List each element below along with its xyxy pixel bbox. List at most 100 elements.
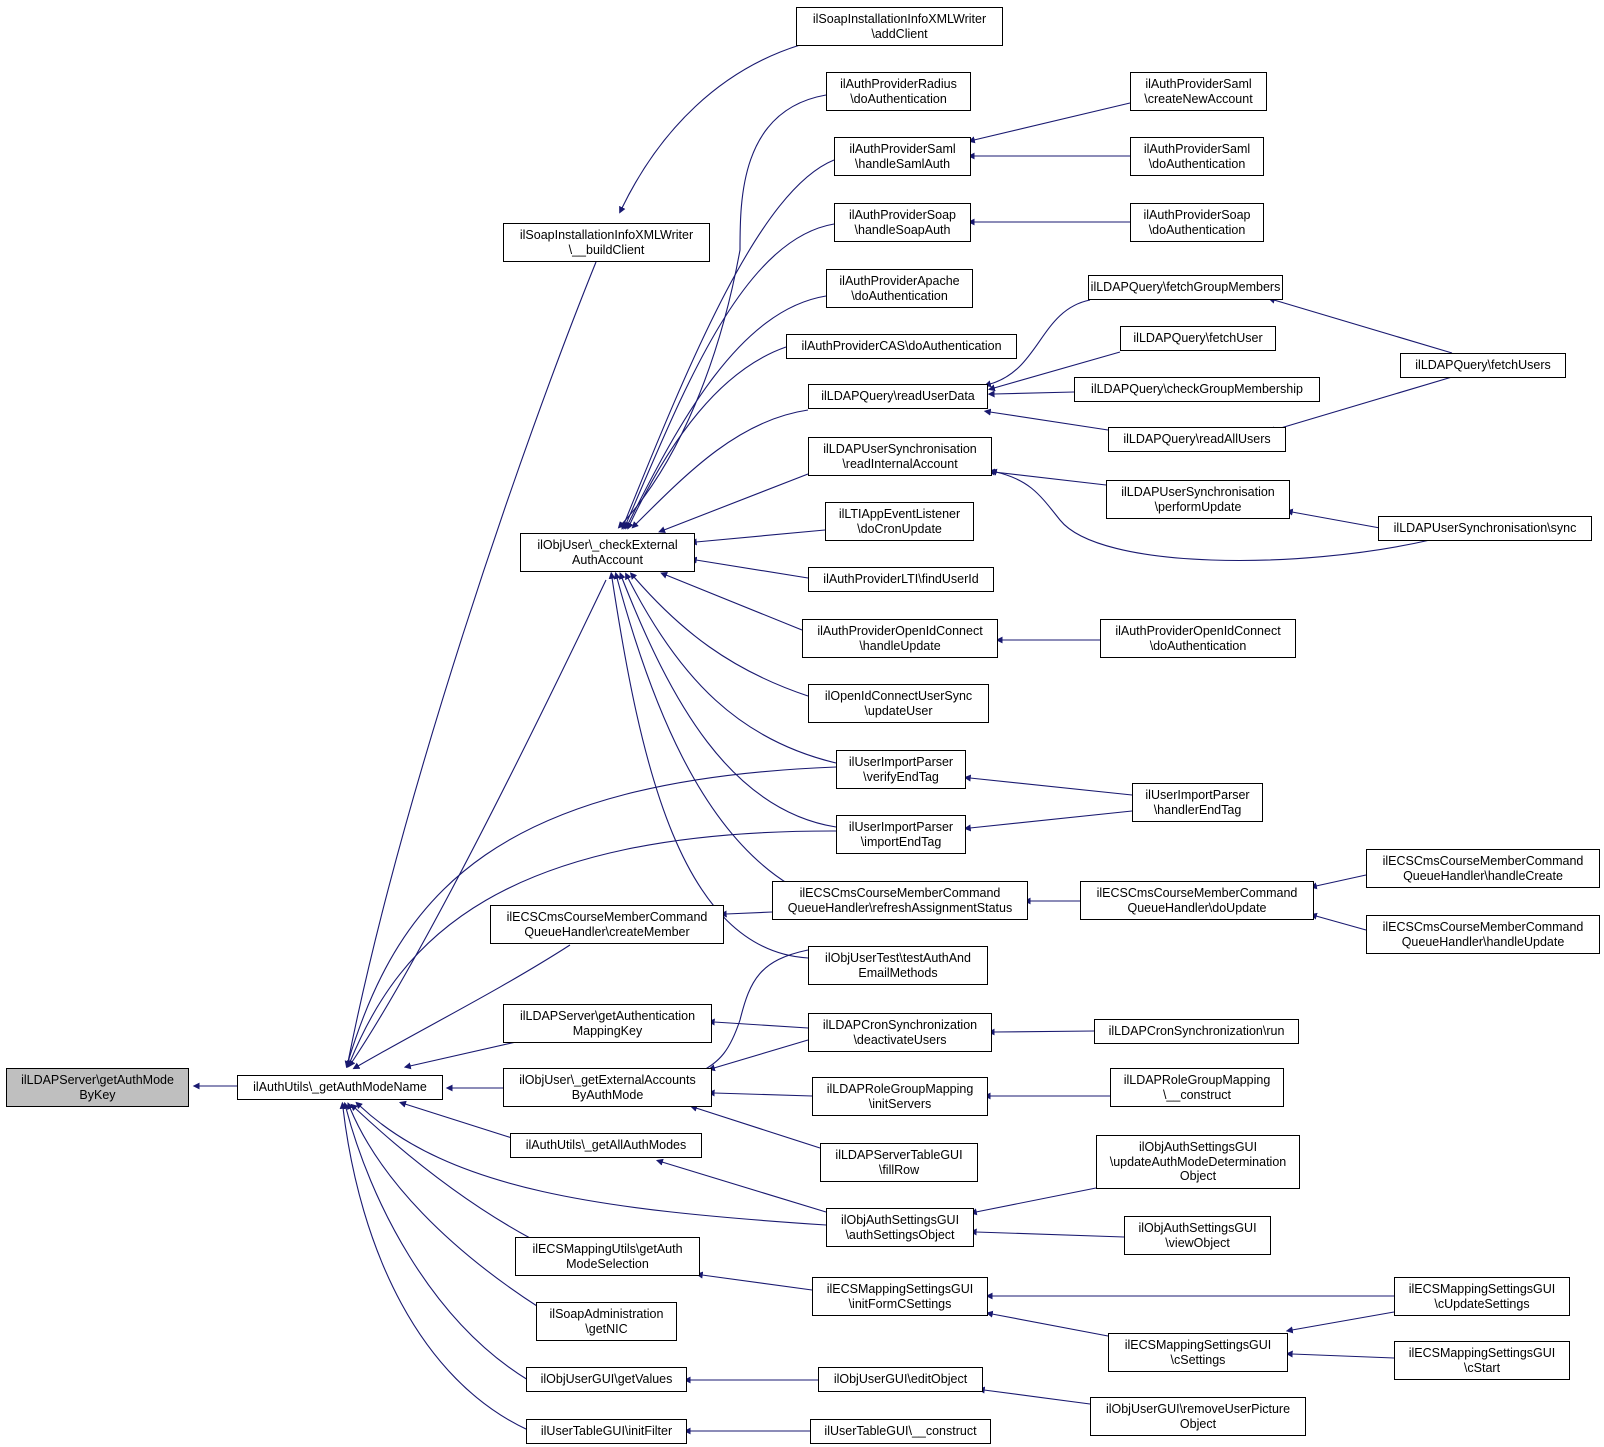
node-ldapquery-checkgroupmembership[interactable]: ilLDAPQuery\checkGroupMembership <box>1074 377 1320 402</box>
edge-checkext-getauthmodename <box>348 579 607 1068</box>
node-authproviderradius-doauthentication[interactable]: ilAuthProviderRadius \doAuthentication <box>826 72 971 111</box>
node-objauthsettingsgui-authsettingsobject[interactable]: ilObjAuthSettingsGUI \authSettingsObject <box>826 1208 974 1247</box>
edge-authsettings-getallauth <box>655 1158 827 1213</box>
edge-cas-checkext <box>627 346 787 530</box>
node-ldapquery-readallusers[interactable]: ilLDAPQuery\readAllUsers <box>1108 427 1286 452</box>
node-ldapquery-fetchusers[interactable]: ilLDAPQuery\fetchUsers <box>1400 353 1566 378</box>
node-ecscms-createmember[interactable]: ilECSCmsCourseMemberCommand QueueHandler… <box>490 905 724 944</box>
node-ecscms-handleupdate[interactable]: ilECSCmsCourseMemberCommand QueueHandler… <box>1366 915 1600 954</box>
edge-verifyendtag-checkext <box>625 572 837 764</box>
edge-getallauth-getauthmodename <box>398 1100 513 1139</box>
edge-crondeactivate-ldapmapping <box>707 1018 809 1029</box>
node-objusergui-removeuserpictureobject[interactable]: ilObjUserGUI\removeUserPicture Object <box>1090 1397 1306 1436</box>
node-usertablegui-construct[interactable]: ilUserTableGUI\__construct <box>810 1419 991 1444</box>
edge-checkgroup-readuserdata <box>987 390 1075 398</box>
node-userimportparser-importendtag[interactable]: ilUserImportParser \importEndTag <box>836 815 966 854</box>
node-authutils-getauthmodename[interactable]: ilAuthUtils\_getAuthModeName <box>237 1075 443 1100</box>
node-userimportparser-handlerendtag[interactable]: ilUserImportParser \handlerEndTag <box>1132 783 1263 822</box>
node-userimportparser-verifyendtag[interactable]: ilUserImportParser \verifyEndTag <box>836 750 966 789</box>
node-ecsmappingutils-getauthmodeselection[interactable]: ilECSMappingUtils\getAuth ModeSelection <box>515 1237 700 1276</box>
node-objusergui-editobject[interactable]: ilObjUserGUI\editObject <box>818 1367 983 1392</box>
node-ecscms-handlecreate[interactable]: ilECSCmsCourseMemberCommand QueueHandler… <box>1366 849 1600 888</box>
node-ldapusersync-sync[interactable]: ilLDAPUserSynchronisation\sync <box>1378 516 1592 541</box>
edge-apache-checkext <box>625 295 827 530</box>
edge-oidcsync-checkext <box>629 572 809 697</box>
node-ldaprolegroupmapping-construct[interactable]: ilLDAPRoleGroupMapping \__construct <box>1110 1068 1284 1107</box>
node-objauthsettingsgui-updateauthmode[interactable]: ilObjAuthSettingsGUI \updateAuthModeDete… <box>1096 1135 1300 1189</box>
node-ldapquery-fetchgroupmembers[interactable]: ilLDAPQuery\fetchGroupMembers <box>1088 275 1283 300</box>
node-ltiappeventlistener-docronupdate[interactable]: ilLTIAppEventListener \doCronUpdate <box>825 502 974 541</box>
edge-servertable-getext <box>690 1104 821 1149</box>
node-authutils-getallauthmodes[interactable]: ilAuthUtils\_getAllAuthModes <box>510 1133 702 1158</box>
node-ecsmappingsettingsgui-cupdatesettings[interactable]: ilECSMappingSettingsGUI \cUpdateSettings <box>1394 1277 1570 1316</box>
edge-handlerendtag-importendtag <box>963 810 1133 832</box>
edge-cstart-csettings <box>1285 1350 1395 1359</box>
edge-viewobject-authsettings <box>969 1228 1125 1238</box>
edge-sync-readinternal <box>989 468 1431 562</box>
node-ldapcronsync-run[interactable]: ilLDAPCronSynchronization\run <box>1094 1019 1299 1044</box>
edge-ltifind-checkext <box>689 556 809 579</box>
node-objusergui-getvalues[interactable]: ilObjUserGUI\getValues <box>526 1367 687 1392</box>
edge-importendtag-checkext <box>618 572 837 828</box>
edge-usergetvalues-getauthmodename <box>342 1101 529 1381</box>
node-soapadministration-getnic[interactable]: ilSoapAdministration \getNIC <box>536 1302 677 1341</box>
node-usertablegui-initfilter[interactable]: ilUserTableGUI\initFilter <box>526 1419 687 1444</box>
node-authprovidersaml-createnewaccount[interactable]: ilAuthProviderSaml \createNewAccount <box>1130 72 1267 111</box>
node-authprovidercas-doauthentication[interactable]: ilAuthProviderCAS\doAuthentication <box>786 334 1017 359</box>
edge-sync-performupdate <box>1285 508 1381 529</box>
node-authprovideroidc-handleupdate[interactable]: ilAuthProviderOpenIdConnect \handleUpdat… <box>802 619 998 658</box>
edge-samlcreate-samlhandle <box>967 102 1131 144</box>
node-ldapserver-getauthenticationmappingkey[interactable]: ilLDAPServer\getAuthentication MappingKe… <box>503 1004 712 1043</box>
node-ldapcronsync-deactivateusers[interactable]: ilLDAPCronSynchronization \deactivateUse… <box>808 1013 992 1052</box>
node-authproviderapache-doauthentication[interactable]: ilAuthProviderApache \doAuthentication <box>826 269 973 308</box>
node-authprovidersoap-doauthentication[interactable]: ilAuthProviderSoap \doAuthentication <box>1130 203 1264 242</box>
node-authprovidersaml-handlesamlauth[interactable]: ilAuthProviderSaml \handleSamlAuth <box>834 137 971 176</box>
edge-fetchusers-fetchgroupmembers <box>1267 296 1453 354</box>
edge-radius-checkext <box>617 94 827 529</box>
node-soapinstall-buildclient[interactable]: ilSoapInstallationInfoXMLWriter \__build… <box>503 223 710 262</box>
edge-ecshandleupdate-ecsdoupdate <box>1309 912 1367 931</box>
node-authprovideroidc-doauthentication[interactable]: ilAuthProviderOpenIdConnect \doAuthentic… <box>1100 619 1296 658</box>
edge-cupdate-csettings <box>1285 1311 1395 1334</box>
edge-ecsmaputils-getauthmodename <box>350 1103 531 1239</box>
edge-buildclient-getauthmodename <box>344 261 597 1069</box>
node-ldapusersync-readinternalaccount[interactable]: ilLDAPUserSynchronisation \readInternalA… <box>808 437 992 476</box>
edge-testauth-checkext <box>608 571 809 959</box>
node-objuser-getexternalaccountsbyauthmode[interactable]: ilObjUser\_getExternalAccounts ByAuthMod… <box>503 1068 712 1107</box>
node-objusertest-testauthandemailmethods[interactable]: ilObjUserTest\testAuthAnd EmailMethods <box>808 946 988 985</box>
node-ecsmappingsettingsgui-initformcsettings[interactable]: ilECSMappingSettingsGUI \initFormCSettin… <box>812 1277 988 1316</box>
edge-fetchusers-readallusers <box>1267 376 1453 434</box>
edge-csettings-initformc <box>985 1310 1109 1337</box>
edge-updateauthmode-authsettings <box>969 1187 1097 1216</box>
node-ldapserver-getauthmodebykey: ilLDAPServer\getAuthMode ByKey <box>6 1068 189 1107</box>
edge-authsettings-getauthmodename <box>355 1101 827 1226</box>
edge-lti-checkext <box>689 529 826 546</box>
edge-importendtag-getauthmodename <box>347 830 837 1068</box>
edge-fetchgroupmembers-readuserdata <box>983 299 1091 388</box>
node-authproviderlti-finduserid[interactable]: ilAuthProviderLTI\findUserId <box>808 567 994 592</box>
edge-tableinitfilter-getauthmodename <box>339 1101 529 1431</box>
node-authprovidersoap-handlesoapauth[interactable]: ilAuthProviderSoap \handleSoapAuth <box>834 203 971 242</box>
node-objauthsettingsgui-viewobject[interactable]: ilObjAuthSettingsGUI \viewObject <box>1124 1216 1271 1255</box>
node-ecsmappingsettingsgui-csettings[interactable]: ilECSMappingSettingsGUI \cSettings <box>1108 1333 1288 1372</box>
node-ldaprolegroupmapping-initservers[interactable]: ilLDAPRoleGroupMapping \initServers <box>812 1077 988 1116</box>
node-objuser-checkexternalauthaccount[interactable]: ilObjUser\_checkExternal AuthAccount <box>520 533 695 572</box>
node-ecsmappingsettingsgui-cstart[interactable]: ilECSMappingSettingsGUI \cStart <box>1394 1341 1570 1380</box>
node-ldapquery-fetchuser[interactable]: ilLDAPQuery\fetchUser <box>1120 326 1276 351</box>
node-ldapusersync-performupdate[interactable]: ilLDAPUserSynchronisation \performUpdate <box>1106 480 1290 519</box>
node-authprovidersaml-doauthentication[interactable]: ilAuthProviderSaml \doAuthentication <box>1130 137 1264 176</box>
node-ldapservertablegui-fillrow[interactable]: ilLDAPServerTableGUI \fillRow <box>820 1143 978 1182</box>
edge-fetchuser-readuserdata <box>987 351 1121 392</box>
node-ecscms-refreshassignmentstatus[interactable]: ilECSCmsCourseMemberCommand QueueHandler… <box>772 881 1028 920</box>
edge-handlerendtag-verifyendtag <box>963 774 1133 796</box>
node-ldapquery-readuserdata[interactable]: ilLDAPQuery\readUserData <box>808 384 988 409</box>
node-ecscms-doupdate[interactable]: ilECSCmsCourseMemberCommand QueueHandler… <box>1080 881 1314 920</box>
node-soapinstall-addclient[interactable]: ilSoapInstallationInfoXMLWriter \addClie… <box>796 7 1003 46</box>
edge-userremovepic-useredit <box>977 1386 1091 1405</box>
edge-crondeactivate-getext <box>707 1039 809 1072</box>
edge-readallusers-readuserdata <box>983 408 1109 431</box>
node-openidconnectusersync-updateuser[interactable]: ilOpenIdConnectUserSync \updateUser <box>808 684 989 723</box>
edge-soapnic-getauthmodename <box>347 1102 541 1309</box>
